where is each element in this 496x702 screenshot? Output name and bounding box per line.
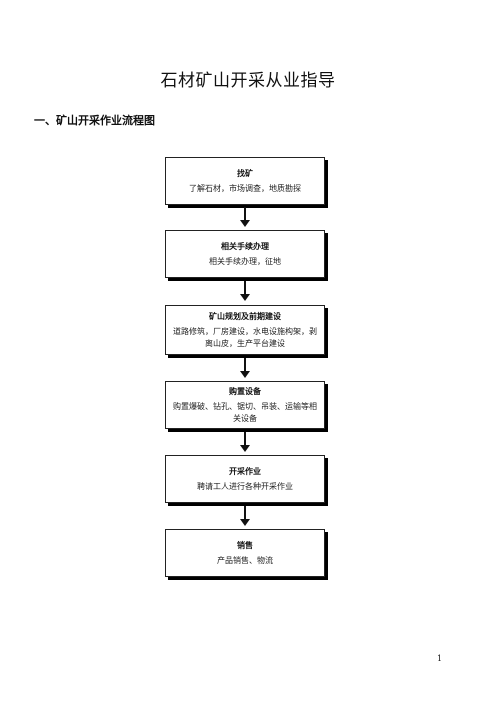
flow-step-procedures: 相关手续办理 相关手续办理，征地	[165, 230, 325, 278]
document-title: 石材矿山开采从业指导	[160, 71, 336, 91]
flow-step-planning: 矿山规划及前期建设 道路修筑，厂房建设，水电设施构架，剥离山皮，生产平台建设	[165, 305, 325, 355]
flow-arrow	[240, 207, 250, 227]
flow-step-title: 找矿	[237, 168, 253, 178]
flow-arrow	[240, 506, 250, 526]
flow-step-sales: 销售 产品销售、物流	[165, 529, 325, 577]
section-heading: 一、矿山开采作业流程图	[34, 114, 155, 127]
flow-step-desc: 了解石材，市场调查，地质勘探	[189, 183, 301, 193]
flow-arrow	[240, 358, 250, 378]
flow-step-title: 开采作业	[229, 466, 261, 476]
flow-step-desc: 产品销售、物流	[217, 555, 273, 565]
flow-step-title: 购置设备	[229, 386, 261, 396]
flow-step-title: 销售	[237, 540, 253, 550]
flow-step-desc: 道路修筑，厂房建设，水电设施构架，剥离山皮，生产平台建设	[173, 326, 317, 348]
flow-step-desc: 相关手续办理，征地	[209, 256, 281, 266]
flow-step-desc: 聘请工人进行各种开采作业	[197, 481, 293, 491]
flow-step-title: 相关手续办理	[221, 241, 269, 251]
flow-step-find-mine: 找矿 了解石材，市场调查，地质勘探	[165, 157, 325, 205]
flow-step-mining: 开采作业 聘请工人进行各种开采作业	[165, 455, 325, 503]
flow-step-desc: 购置爆破、钻孔、锯切、吊装、运输等相关设备	[173, 401, 317, 423]
flow-arrow	[240, 432, 250, 452]
flow-arrow	[240, 281, 250, 301]
page-number: 1	[437, 654, 443, 663]
flow-step-equipment: 购置设备 购置爆破、钻孔、锯切、吊装、运输等相关设备	[165, 381, 325, 429]
flow-step-title: 矿山规划及前期建设	[209, 311, 281, 321]
